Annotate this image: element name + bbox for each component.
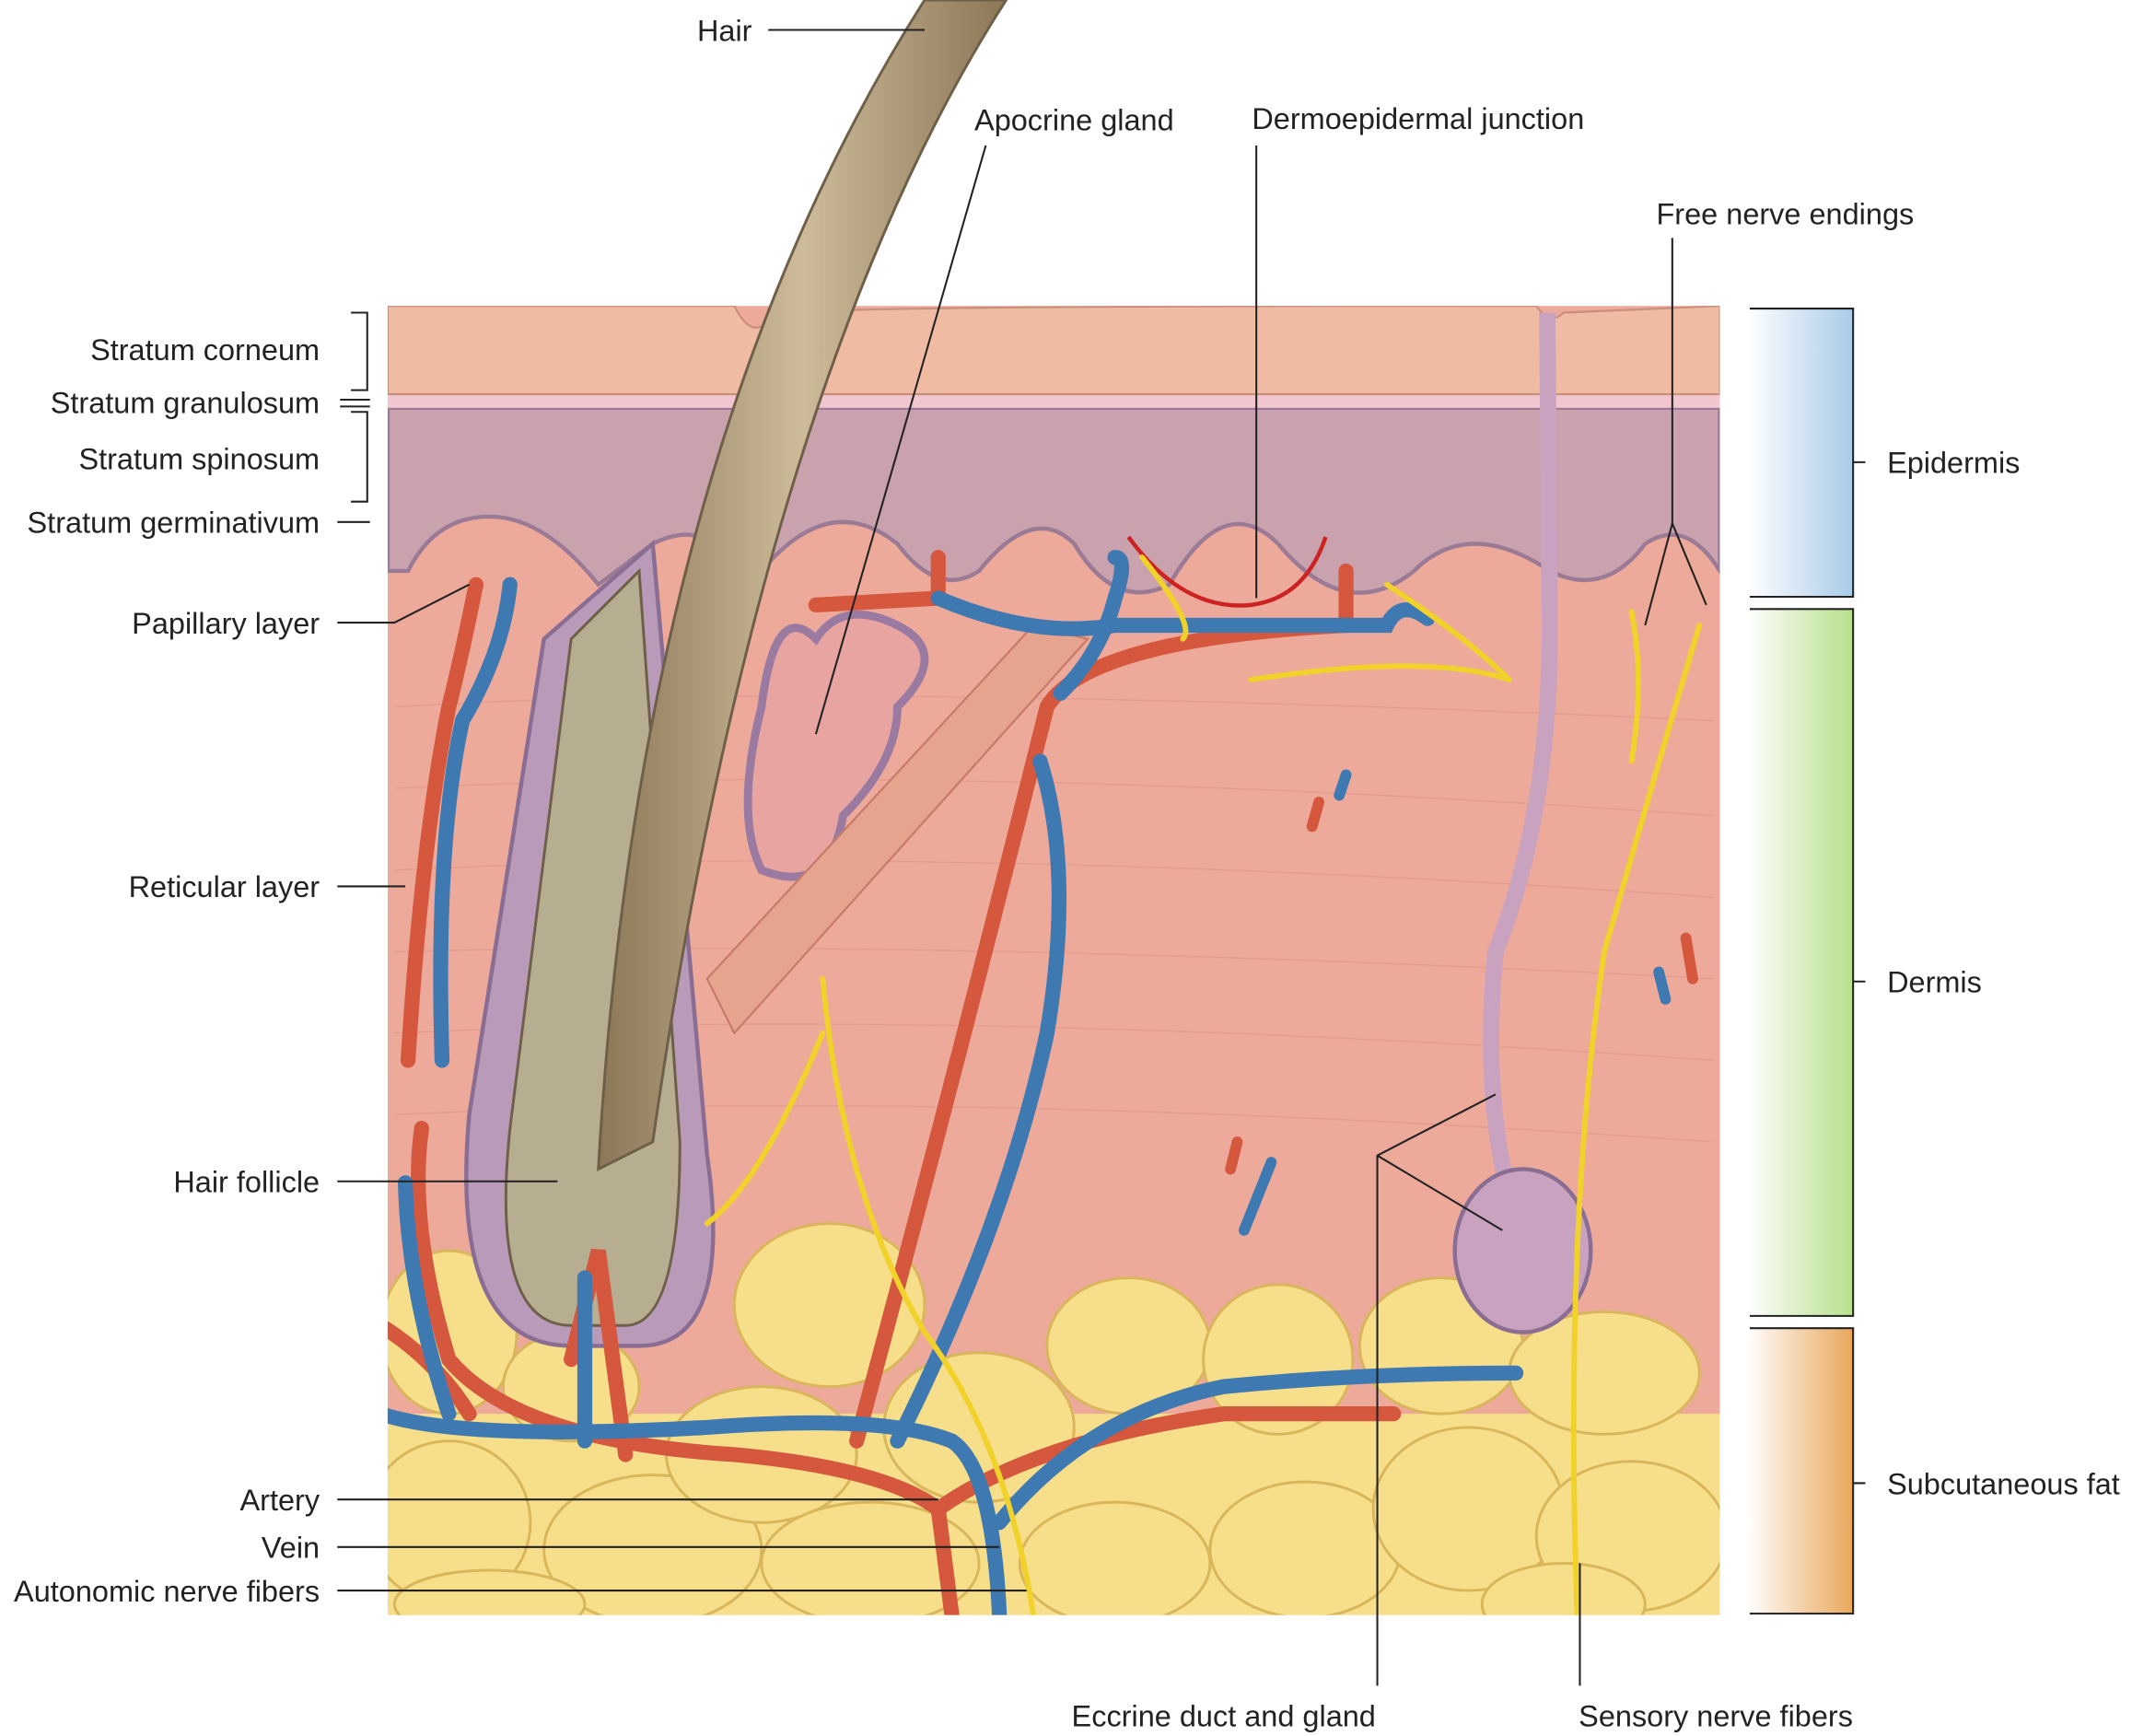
label-apocrine-gland: Apocrine gland (974, 104, 1174, 137)
layer-brackets (1747, 308, 1866, 1615)
eccrine-gland (1452, 1167, 1593, 1334)
stratum-corneum (387, 306, 1720, 396)
label-epidermis: Epidermis (1887, 447, 2020, 480)
label-hair-follicle: Hair follicle (173, 1166, 320, 1199)
arrector-pili-muscle (705, 623, 1090, 1035)
veins (387, 550, 1524, 1615)
apocrine-gland-shape (743, 610, 929, 881)
eccrine-duct (1483, 312, 1558, 1199)
nerves (704, 554, 1703, 1615)
label-stratum-germinativum: Stratum germinativum (28, 507, 320, 540)
label-eccrine-duct-and-gland: Eccrine duct and gland (1072, 1700, 1376, 1733)
stratum-granulosum (387, 391, 1720, 408)
label-reticular-layer: Reticular layer (129, 870, 320, 903)
leader-lines (337, 29, 1707, 1686)
label-papillary-layer: Papillary layer (132, 607, 320, 640)
label-autonomic-nerve-fibers: Autonomic nerve fibers (14, 1575, 320, 1608)
label-dermis: Dermis (1887, 966, 1982, 999)
label-stratum-spinosum: Stratum spinosum (78, 442, 320, 475)
label-artery: Artery (240, 1484, 320, 1517)
small-vessels (1225, 769, 1698, 1236)
label-sensory-nerve-fibers: Sensory nerve fibers (1579, 1700, 1853, 1733)
dermoepidermal-junction-line (1126, 535, 1328, 608)
labels: Hair Apocrine gland Dermoepidermal junct… (14, 14, 2120, 1732)
label-stratum-corneum: Stratum corneum (90, 333, 320, 367)
label-free-nerve-endings: Free nerve endings (1656, 198, 1914, 231)
hair-shaft (597, 0, 1008, 1171)
label-hair: Hair (697, 14, 752, 47)
skin-block (387, 306, 1720, 1615)
label-vein: Vein (262, 1532, 320, 1565)
label-subcutaneous-fat: Subcutaneous fat (1887, 1467, 2120, 1500)
label-stratum-granulosum: Stratum granulosum (51, 387, 320, 420)
label-dermoepidermal-junction: Dermoepidermal junction (1252, 102, 1584, 135)
